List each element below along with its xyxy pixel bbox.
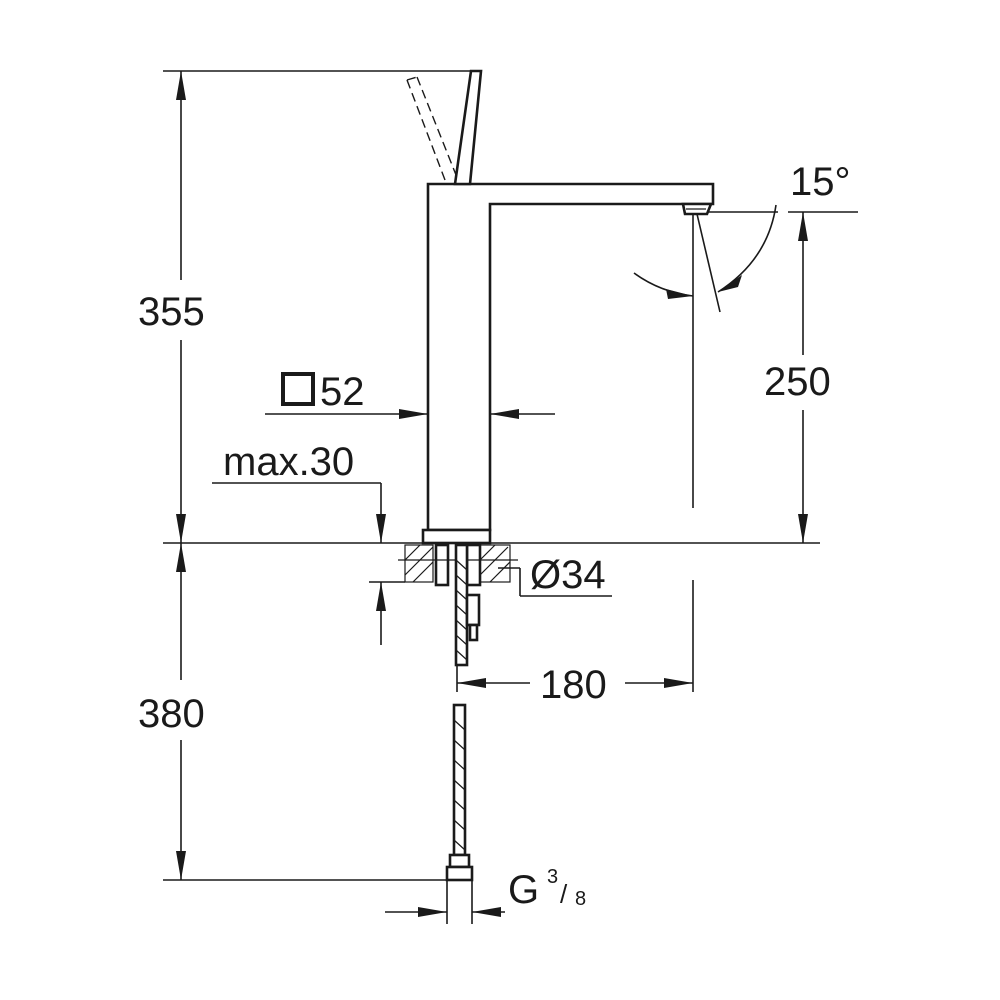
faucet-body: [421, 182, 715, 545]
dimension-52-label: 52: [320, 370, 365, 414]
dimension-max-30: [212, 482, 405, 645]
dimension-square-52: [265, 372, 555, 419]
angle-15-dimension: [633, 204, 777, 313]
square-symbol-icon: [281, 372, 315, 406]
dimension-180: [456, 665, 693, 692]
thread-slash: /: [560, 879, 568, 909]
dimension-250-label: 250: [764, 360, 831, 404]
dimension-180-label: 180: [540, 663, 607, 707]
mounting-assembly: [398, 543, 518, 882]
dimension-34-label: Ø34: [530, 553, 606, 597]
dimension-thread: [385, 880, 505, 924]
dimension-250: [798, 212, 808, 543]
dimension-355: [176, 71, 186, 543]
dimension-380-label: 380: [138, 692, 205, 736]
thread-g-label: G: [508, 868, 539, 912]
extension-lines: [163, 70, 858, 881]
thread-numerator-label: 3: [547, 866, 558, 888]
angle-15-label: 15°: [790, 160, 851, 204]
dimension-diameter-34: [498, 567, 612, 597]
lever-handle: [406, 69, 483, 186]
dimension-380: [176, 543, 186, 880]
thread-denominator-label: 8: [575, 888, 586, 910]
dimension-355-label: 355: [138, 290, 205, 334]
dimension-max-30-label: max.30: [223, 440, 354, 484]
